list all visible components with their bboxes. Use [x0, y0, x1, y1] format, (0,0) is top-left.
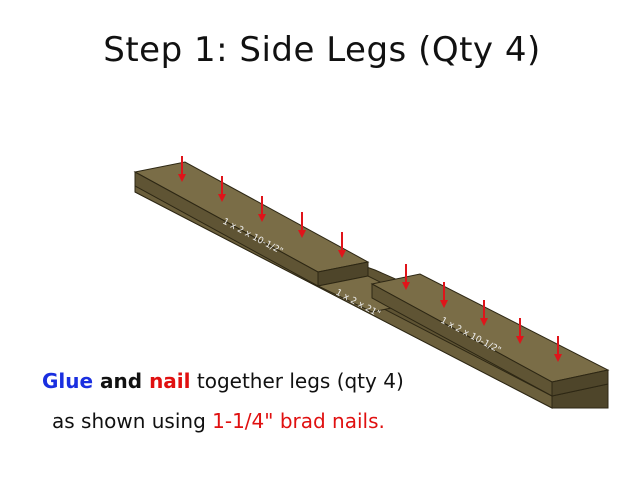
nail-arrow-icon [480, 300, 488, 326]
caption-line-1: Glue and nail together legs (qty 4) [42, 364, 404, 398]
nail-arrow-icon [298, 212, 306, 238]
nail-arrow-icon [178, 156, 186, 182]
caption-line-2-start: as shown using [52, 409, 213, 433]
top-board-right [370, 273, 610, 397]
caption-line-1-rest: together legs (qty 4) [190, 369, 404, 393]
nail-word: nail [149, 369, 191, 393]
caption-line-2: as shown using 1-1/4" brad nails. [52, 404, 385, 438]
top-board-left [133, 161, 370, 287]
nail-arrow-icon [338, 232, 346, 258]
nail-arrow-icon [218, 176, 226, 202]
nail-arrow-icon [554, 336, 562, 362]
glue-word: Glue [42, 369, 94, 393]
nail-arrow-icon [258, 196, 266, 222]
nail-size: 1-1/4" [212, 409, 274, 433]
page-title: Step 1: Side Legs (Qty 4) [103, 30, 541, 70]
nail-arrow-icon [402, 264, 410, 290]
caption-line-2-end: brad nails. [273, 409, 385, 433]
nail-arrow-icon [516, 318, 524, 344]
nail-arrow-icon [440, 282, 448, 308]
and-word: and [93, 369, 150, 393]
